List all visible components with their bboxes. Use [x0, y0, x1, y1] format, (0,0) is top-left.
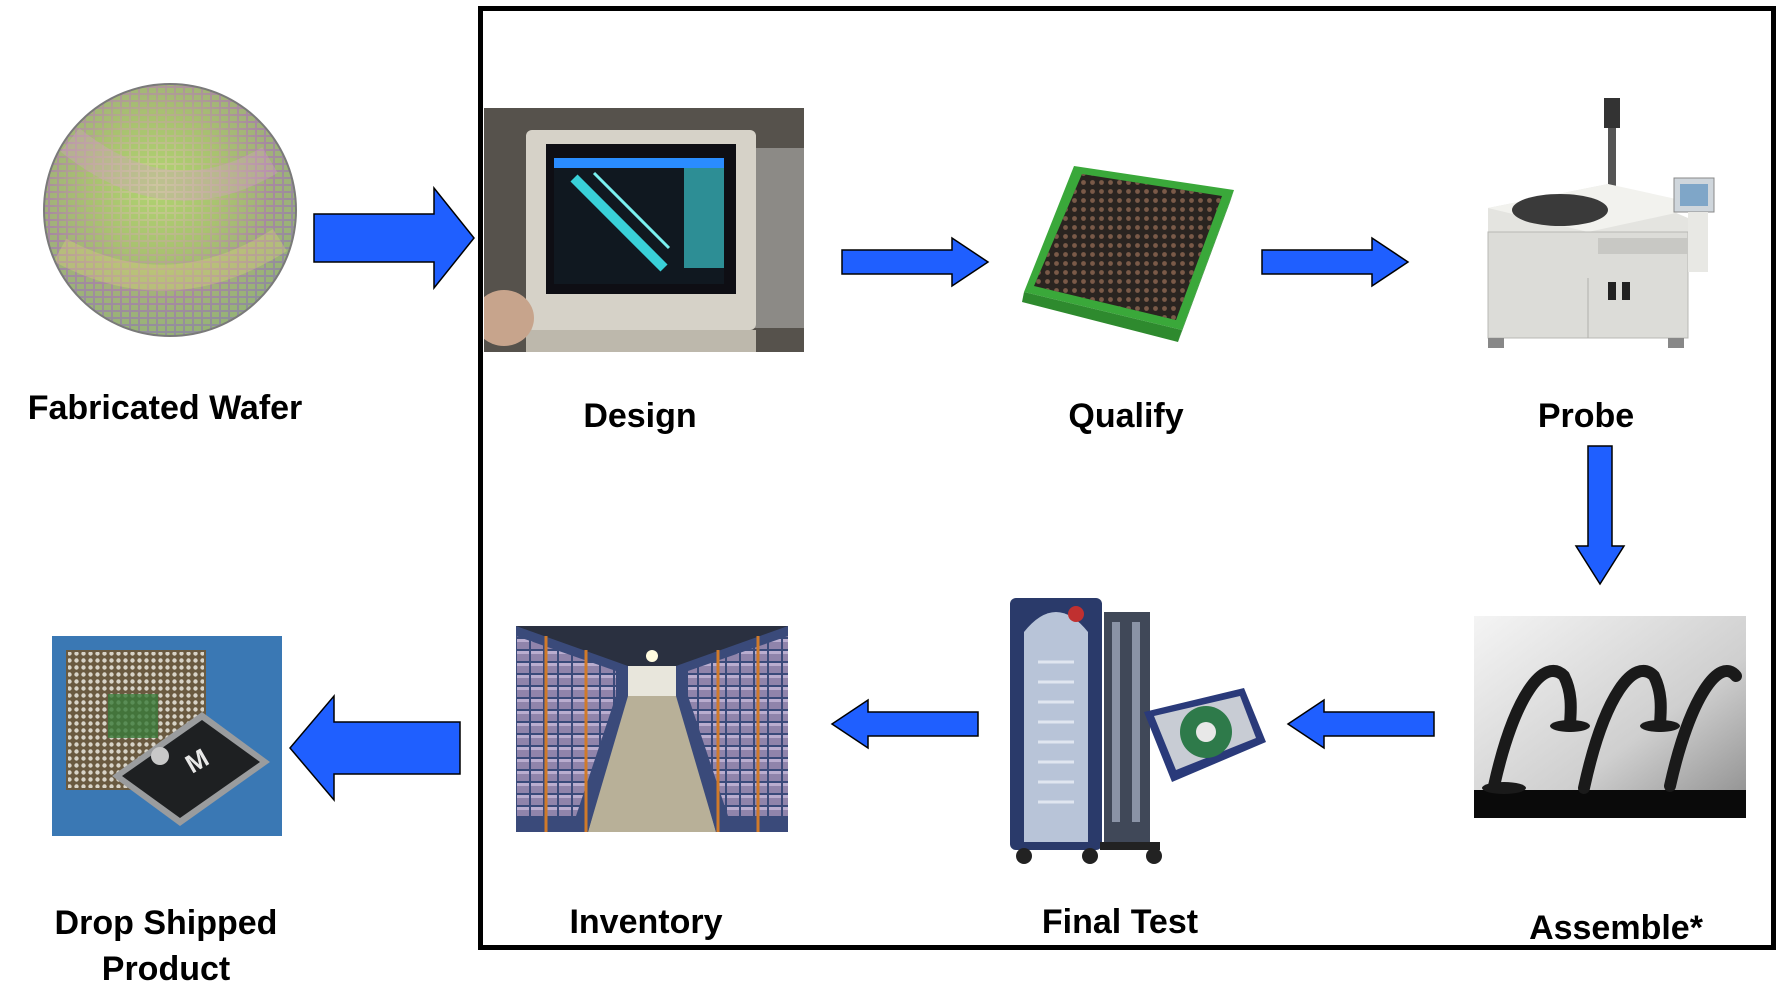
inventory-image [516, 626, 788, 832]
probe-label: Probe [1537, 397, 1635, 435]
final-test-label: Final Test [1041, 903, 1199, 941]
design-label: Design [583, 397, 697, 435]
assemble-label: Assemble* [1529, 909, 1703, 947]
left-arrow-icon [1286, 698, 1435, 750]
product-label-line2: Product [101, 950, 231, 988]
left-arrow-icon [830, 698, 979, 750]
probe-image [1448, 98, 1748, 354]
right-arrow-icon [1261, 236, 1410, 288]
down-arrow-icon [1574, 445, 1626, 586]
qualify-image [1016, 160, 1234, 350]
qualify-label: Qualify [1068, 397, 1184, 435]
final-test-image [1004, 592, 1272, 870]
assemble-image [1474, 616, 1746, 818]
wafer-image [40, 80, 300, 340]
product-image: M [52, 636, 282, 836]
wafer-label: Fabricated Wafer [27, 389, 303, 427]
right-arrow-icon [841, 236, 990, 288]
product-label: Drop Shipped Product [16, 900, 316, 992]
right-arrow-icon [313, 185, 475, 291]
product-label-line1: Drop Shipped [54, 904, 278, 942]
inventory-label: Inventory [569, 903, 723, 941]
process-frame [478, 6, 1776, 950]
left-arrow-icon [289, 693, 461, 803]
design-image [484, 108, 804, 352]
